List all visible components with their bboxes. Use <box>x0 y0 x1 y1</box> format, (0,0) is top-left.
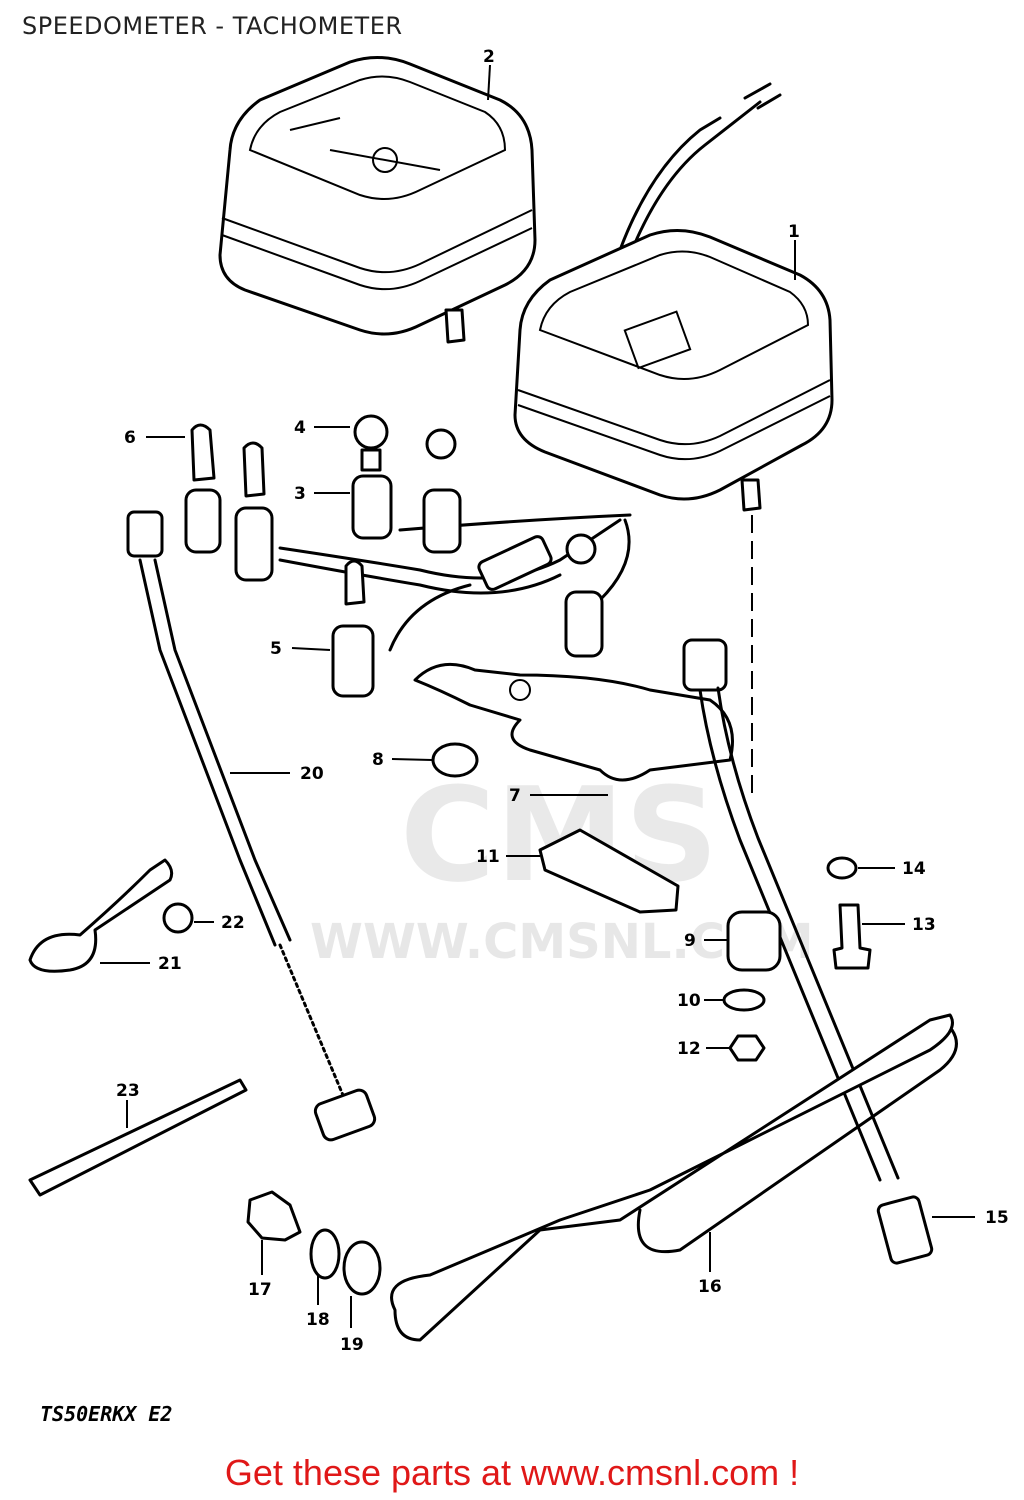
callout-2: 2 <box>483 47 495 67</box>
callouts: 2 1 4 3 6 5 8 7 20 11 14 13 9 10 12 22 2 <box>100 47 1009 1355</box>
model-code: TS50ERKX E2 <box>40 1402 173 1426</box>
bulb-6b <box>234 441 274 582</box>
bulb-4 <box>351 414 393 540</box>
cable-tie <box>28 1078 248 1197</box>
callout-19: 19 <box>340 1335 364 1355</box>
callout-12: 12 <box>677 1039 701 1059</box>
callout-23: 23 <box>116 1081 140 1101</box>
bulb-6 <box>184 423 222 554</box>
bracket-plate <box>413 662 734 782</box>
speedometer-gauge <box>218 56 537 344</box>
lock-washer-18 <box>309 1228 341 1280</box>
nut-12 <box>728 1034 766 1062</box>
clip <box>162 902 194 934</box>
callout-20: 20 <box>300 764 324 784</box>
callout-10: 10 <box>677 991 701 1011</box>
callout-11: 11 <box>476 847 500 867</box>
callout-7: 7 <box>509 786 521 806</box>
plate <box>538 828 680 914</box>
callout-18: 18 <box>306 1310 330 1330</box>
meter-bracket <box>390 1013 954 1342</box>
bulb-5 <box>331 559 375 698</box>
callout-13: 13 <box>912 915 936 935</box>
washer-14 <box>826 856 858 880</box>
callout-17: 17 <box>248 1280 272 1300</box>
callout-21: 21 <box>158 954 182 974</box>
callout-4: 4 <box>294 418 306 438</box>
callout-6: 6 <box>124 428 136 448</box>
callout-15: 15 <box>985 1208 1009 1228</box>
callout-3: 3 <box>294 484 306 504</box>
tachometer-gauge <box>513 82 834 800</box>
bolt-13 <box>832 903 872 970</box>
bolt-17 <box>246 1190 302 1242</box>
callout-1: 1 <box>788 222 800 242</box>
washer-19 <box>342 1240 382 1296</box>
callout-22: 22 <box>221 913 245 933</box>
callout-5: 5 <box>270 639 282 659</box>
callout-16: 16 <box>698 1277 722 1297</box>
bulb-right <box>564 533 604 658</box>
cushion <box>431 742 479 778</box>
get-parts-link[interactable]: Get these parts at www.cmsnl.com ! <box>224 1452 800 1493</box>
bulb-3 <box>422 428 462 554</box>
clamp-band <box>28 858 174 973</box>
callout-9: 9 <box>684 931 696 951</box>
page-title: SPEEDOMETER - TACHOMETER <box>22 12 403 40</box>
washer-10 <box>722 988 766 1012</box>
speedometer-cable <box>126 510 377 1142</box>
callout-8: 8 <box>372 750 384 770</box>
tachometer-cable <box>682 638 934 1265</box>
grommet <box>726 910 782 972</box>
callout-14: 14 <box>902 859 926 879</box>
